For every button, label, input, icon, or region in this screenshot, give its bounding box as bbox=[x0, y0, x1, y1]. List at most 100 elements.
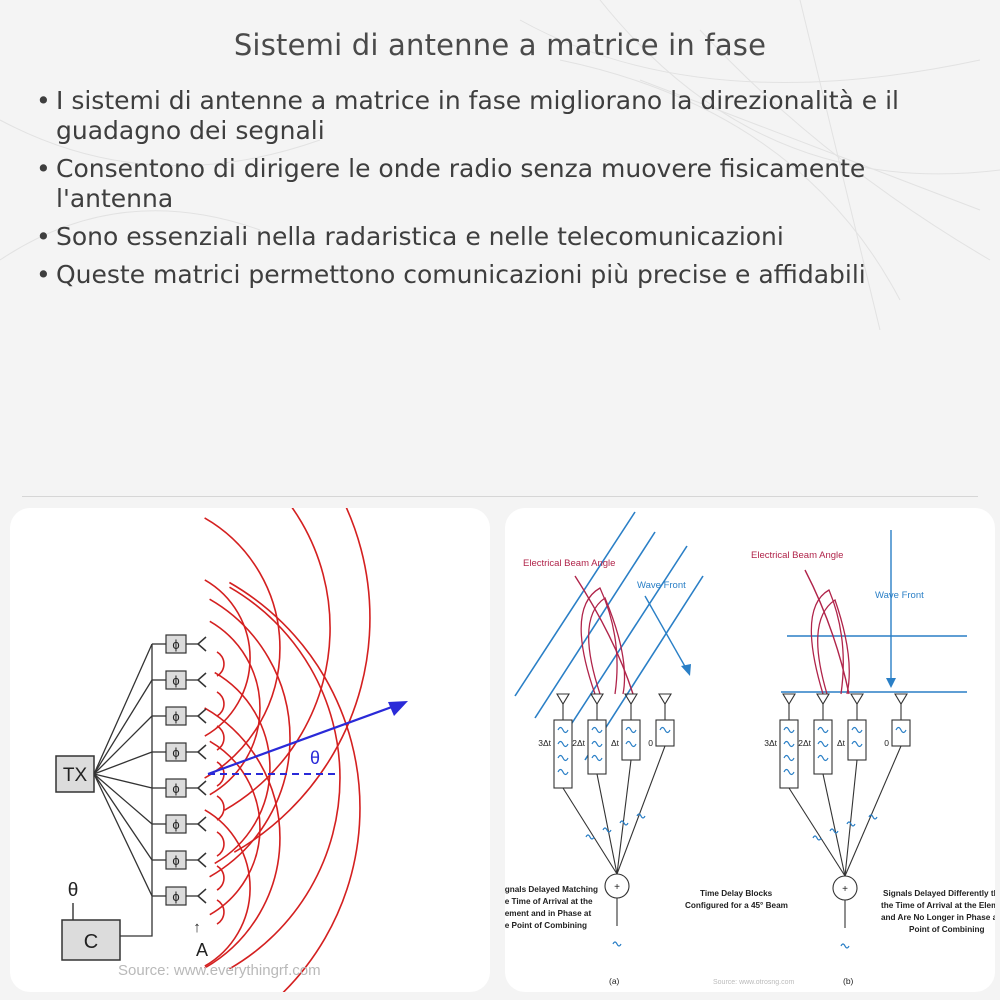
caption-b-line3: and Are No Longer in Phase at the bbox=[881, 913, 995, 922]
steering-angle-label: θ bbox=[310, 748, 320, 768]
array-arrow: ↑ bbox=[193, 919, 201, 936]
wavefront-arc bbox=[216, 865, 225, 891]
delay-chain-b: 3Δt 2Δt Δt 0 + bbox=[764, 693, 911, 949]
caption-mid-line1: Time Delay Blocks bbox=[700, 889, 773, 898]
time-delay-svg: Electrical Beam Angle Wave Front 3Δt 2Δt Δ… bbox=[505, 511, 995, 986]
wavefront-arc bbox=[216, 899, 225, 925]
delay-label: 0 bbox=[884, 738, 889, 748]
antenna-triangle bbox=[556, 693, 570, 706]
wavefront-arc bbox=[229, 581, 361, 992]
beam-angle-label-b: Electrical Beam Angle bbox=[751, 550, 843, 561]
phase-shifter-symbol: ϕ bbox=[172, 817, 179, 832]
delay-label: 3Δt bbox=[764, 738, 777, 748]
delay-label: 0 bbox=[648, 738, 653, 748]
phase-shifter-symbol: ϕ bbox=[172, 853, 179, 868]
antenna-triangle bbox=[590, 693, 604, 706]
panel-letter-a: (a) bbox=[609, 976, 620, 986]
delay-block bbox=[891, 719, 911, 747]
array-label: A bbox=[196, 940, 208, 960]
wave-front-label-b: Wave Front bbox=[875, 590, 924, 601]
caption-b-line1: Signals Delayed Differently than bbox=[883, 889, 995, 898]
bullet-text: I sistemi di antenne a matrice in fase m… bbox=[56, 86, 900, 145]
caption-a-line3: Element and in Phase at bbox=[505, 909, 591, 918]
antenna-element bbox=[196, 888, 207, 904]
delay-block bbox=[655, 719, 675, 747]
bullet-text: Queste matrici permettono comunicazioni … bbox=[56, 260, 866, 289]
delay-label: Δt bbox=[837, 738, 846, 748]
combiner-symbol: + bbox=[842, 884, 848, 895]
beam-angle-label-a: Electrical Beam Angle bbox=[523, 558, 615, 569]
wavefront-arc bbox=[209, 620, 261, 796]
diagram-b: Electrical Beam Angle Wave Front 3Δt 2Δt Δ… bbox=[751, 530, 995, 986]
antenna-element bbox=[196, 780, 207, 796]
bullet-item: •Queste matrici permettono comunicazioni… bbox=[36, 260, 866, 289]
delay-block bbox=[621, 719, 641, 761]
controller-label: C bbox=[84, 931, 98, 953]
antenna-element bbox=[196, 852, 207, 868]
wavefront-arc bbox=[204, 579, 251, 737]
section-divider bbox=[22, 496, 978, 497]
antenna-element bbox=[196, 744, 207, 760]
delay-label: 2Δt bbox=[798, 738, 811, 748]
antenna-element bbox=[196, 816, 207, 832]
antenna-triangle bbox=[658, 693, 672, 706]
phase-shifter-symbol: ϕ bbox=[172, 781, 179, 796]
wavefront-arc bbox=[233, 508, 371, 853]
phase-shifter-symbol: ϕ bbox=[172, 637, 179, 652]
time-delay-diagram: Electrical Beam Angle Wave Front 3Δt 2Δt Δ… bbox=[505, 508, 995, 992]
antenna-triangle bbox=[624, 693, 638, 706]
wavefront-arc bbox=[216, 795, 225, 821]
caption-a-line1: Signals Delayed Matching bbox=[505, 885, 598, 894]
wavefront-arc bbox=[209, 598, 291, 878]
wavefront-arc bbox=[216, 831, 225, 857]
wavefront-arc bbox=[214, 671, 271, 865]
combiner-symbol: + bbox=[614, 882, 620, 893]
caption-b-line4: Point of Combining bbox=[909, 925, 985, 934]
wavefront-arc bbox=[209, 740, 261, 916]
wavefront-arc bbox=[216, 651, 225, 677]
wavefront-arc bbox=[204, 809, 251, 967]
caption-b-line2: the Time of Arrival at the Element bbox=[881, 901, 995, 910]
phase-shifter-symbol: ϕ bbox=[172, 745, 179, 760]
bullet-item: •Consentono di dirigere le onde radio se… bbox=[36, 154, 866, 213]
antenna-element bbox=[196, 636, 207, 652]
wave-front-label-a: Wave Front bbox=[637, 580, 686, 591]
caption-mid-line2: Configured for a 45° Beam bbox=[685, 901, 788, 910]
caption-a-line2: the Time of Arrival at the bbox=[505, 897, 593, 906]
red-wavefronts bbox=[204, 508, 371, 992]
antenna-triangle bbox=[894, 693, 908, 706]
delay-block bbox=[813, 719, 833, 775]
antenna-triangle bbox=[782, 693, 796, 706]
tx-label: TX bbox=[63, 765, 88, 786]
beam-direction-arrow bbox=[207, 702, 401, 776]
antenna-element bbox=[196, 708, 207, 724]
controller-box bbox=[61, 919, 121, 961]
page-title: Sistemi di antenne a matrice in fase bbox=[233, 28, 767, 62]
background-texture bbox=[0, 0, 1000, 331]
bullet-text: Consentono di dirigere le onde radio sen… bbox=[56, 154, 866, 213]
caption-a-line4: the Point of Combining bbox=[505, 921, 587, 930]
tx-box bbox=[55, 755, 95, 793]
phase-shifter-symbol: ϕ bbox=[172, 673, 179, 688]
controller-theta-label: θ bbox=[68, 880, 79, 901]
antenna-triangle bbox=[850, 693, 864, 706]
bullet-list: •I sistemi di antenne a matrice in fase … bbox=[34, 86, 974, 298]
antenna-element bbox=[196, 672, 207, 688]
bullet-text: Sono essenziali nella radaristica e nell… bbox=[56, 222, 784, 251]
bullet-item: •Sono essenziali nella radaristica e nel… bbox=[36, 222, 784, 251]
right-source-credit: Source: www.otrosng.com bbox=[713, 979, 794, 986]
wavefront-arc bbox=[224, 508, 331, 811]
delay-label: 2Δt bbox=[572, 738, 585, 748]
left-source-credit: Source: www.everythingrf.com bbox=[118, 962, 321, 979]
wavefront-arc bbox=[204, 517, 281, 779]
wavefront-arc bbox=[229, 586, 341, 970]
antenna-triangle bbox=[816, 693, 830, 706]
delay-label: 3Δt bbox=[538, 738, 551, 748]
wavefront-arc bbox=[216, 691, 225, 717]
phase-shifter-symbol: ϕ bbox=[172, 889, 179, 904]
